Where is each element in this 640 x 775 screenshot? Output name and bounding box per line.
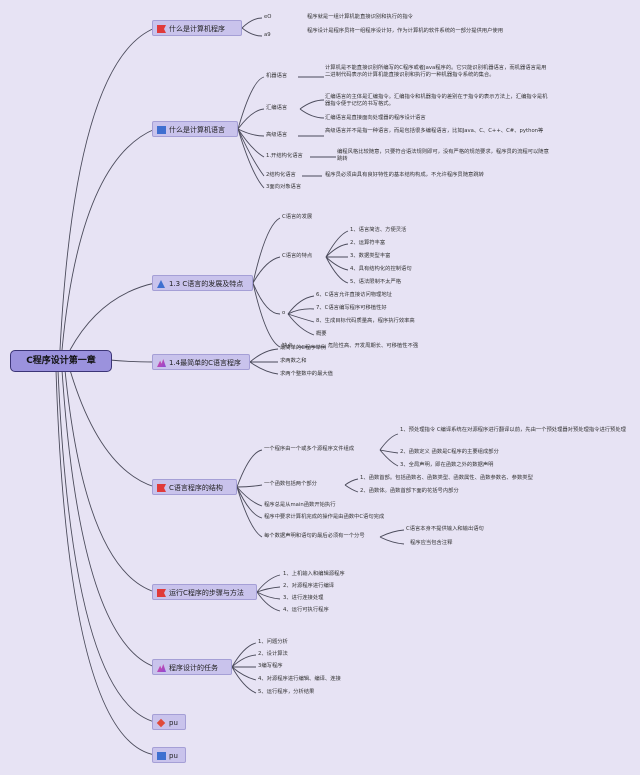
- branch-label: pu: [169, 719, 178, 727]
- connector-b1: [59, 27, 156, 351]
- parts-item: 2、函数体。函数首部下面的花括号内部分: [360, 488, 459, 494]
- c-development: C语言的发展: [282, 214, 313, 220]
- branch-label: 什么是计算机语言: [169, 126, 225, 134]
- task-step: 2、设计算法: [258, 651, 288, 657]
- branch-label: 什么是计算机程序: [169, 25, 225, 33]
- b4-item: 求两个整数中的最大值: [280, 371, 333, 377]
- connector-b7: [61, 369, 156, 668]
- branch-label: 1.4最简单的C语言程序: [169, 359, 242, 367]
- task-step: 5、运行程序，分析结果: [258, 689, 315, 695]
- connector-b3: [69, 282, 156, 351]
- branch-simplest-program[interactable]: 1.4最简单的C语言程序: [152, 354, 250, 370]
- task-step: 3编写程序: [258, 663, 283, 669]
- branch-computer-language[interactable]: 什么是计算机语言: [152, 121, 238, 137]
- blue-square-icon: [157, 126, 166, 134]
- semicolon-rule: 每个数据声明和语句的最后必须有一个分号: [264, 533, 365, 539]
- feature-item: 2、运算符丰富: [350, 240, 386, 246]
- o-node: o: [282, 310, 286, 316]
- assembly-language: 汇编语言: [266, 105, 288, 111]
- branch-program-structure[interactable]: C语言程序的结构: [152, 479, 237, 495]
- b1-key-1: eO: [264, 14, 272, 20]
- unstructured-desc: 编程风格比较随意，只要符合语法规则即可，没有严格的规范要求，程序员的流程可以随意…: [337, 149, 549, 162]
- unstructured-language: 1.开结构化语言: [266, 153, 303, 159]
- summary-node: 概要: [316, 331, 327, 337]
- assembly-desc-1: 汇编语言的主体是汇编指令。汇编指令和机器指令的差别在于指令的表示方法上，汇编指令…: [325, 94, 548, 107]
- task-step: 4、对源程序进行编辑、编译、连接: [258, 676, 341, 682]
- connector-b4: [109, 359, 156, 363]
- red-flag-icon: [157, 25, 166, 33]
- branch-what-is-program[interactable]: 什么是计算机程序: [152, 20, 242, 36]
- branch-label: 程序设计的任务: [169, 664, 218, 672]
- function-parts: 一个函数包括两个部分: [264, 481, 317, 487]
- branch-label: 1.3 C语言的发展及特点: [169, 280, 244, 288]
- cons-label: 缺点: [282, 343, 293, 349]
- b1-key-2: a9: [264, 32, 271, 38]
- connector-b2: [61, 128, 156, 351]
- branch-label: pu: [169, 752, 178, 760]
- b1-value-2: 程序设计是程序员将一组程序设计好，作为计算机的软件系统的一部分提供用户使用: [307, 28, 503, 34]
- task-step: 1、问题分析: [258, 639, 288, 645]
- operations: 程序中要求计算机完成的操作是由函数中C语句完成: [264, 514, 385, 520]
- files-item: 3、全局声明，即在函数之外的数据声明: [400, 462, 494, 468]
- pink-chart-icon: [157, 359, 166, 367]
- feature-item: 1、语言简洁、方便灵活: [350, 227, 407, 233]
- connector-b5: [69, 369, 156, 488]
- run-step: 2、对源程序进行编译: [283, 583, 335, 589]
- files-item: 2、函数定义 函数是C程序的主要组成部分: [400, 449, 499, 455]
- branch-pu-1[interactable]: pu: [152, 714, 186, 730]
- parts-item: 1、函数首部。包括函数名、函数类型、函数属性、函数参数名、参数类型: [360, 475, 533, 481]
- oop-language: 3面向对象语言: [266, 184, 302, 190]
- connector-b8: [57, 369, 156, 723]
- root-node[interactable]: C程序设计第一章: [10, 350, 112, 372]
- feature-item: 5、语法限制不太严格: [350, 279, 402, 285]
- branch-c-development[interactable]: 1.3 C语言的发展及特点: [152, 275, 253, 291]
- feature-item: 8、生成目标代码质量高，程序执行效率高: [316, 318, 415, 324]
- c-features: C语言的特点: [282, 253, 313, 259]
- branch-pu-2[interactable]: pu: [152, 747, 186, 763]
- machine-language: 机器语言: [266, 73, 288, 79]
- connector-b9: [55, 369, 156, 756]
- branch-label: C语言程序的结构: [169, 484, 223, 492]
- semi-item: C语言本身不提供输入和输出语句: [406, 526, 484, 532]
- semi-item: 程序应当包含注释: [410, 540, 453, 546]
- run-step: 4、运行可执行程序: [283, 607, 329, 613]
- branch-label: 运行C程序的步骤与方法: [169, 589, 244, 597]
- main-start: 程序总是从main函数开始执行: [264, 502, 336, 508]
- files-item: 1、预处理指令 C编译系统在对源程序进行翻译以前，先由一个预处理器对预处理指令进…: [400, 427, 626, 433]
- blue-triangle-icon: [157, 280, 165, 288]
- pink-chart-icon: [157, 664, 166, 672]
- b4-item: 求两数之和: [280, 358, 307, 364]
- program-files: 一个程序由一个或多个源程序文件组成: [264, 446, 355, 452]
- structured-language: 2结构化语言: [266, 172, 296, 178]
- run-step: 1、上机输入和编辑源程序: [283, 571, 345, 577]
- feature-item: 3、数据类型丰富: [350, 253, 391, 259]
- machine-language-desc: 计算机是不能直接识别所编写的C程序或者Java程序的。它只能识别机器语言，而机器…: [325, 65, 547, 78]
- feature-item: 4、具有结构化的控制语句: [350, 266, 412, 272]
- red-diamond-icon: [156, 718, 166, 728]
- assembly-desc-2: 汇编语言是直接面向处理器的程序设计语言: [325, 115, 426, 121]
- b1-value-1: 程序就是一组计算机能直接识别和执行的指令: [307, 14, 413, 20]
- feature-item: 7、C语言编写程序可移植性好: [316, 305, 387, 311]
- red-flag-icon: [157, 484, 166, 492]
- connector-b6: [64, 369, 156, 593]
- cons-desc: 危险性高、开发周期长、可移植性不强: [328, 343, 419, 349]
- blue-square-icon: [157, 752, 166, 760]
- red-flag-icon: [157, 589, 166, 597]
- structured-desc: 程序员必须由具有良好特性的基本结构构成，不允许程序员随意跳转: [325, 172, 484, 178]
- b4-item: 最简单的C程序举例: [280, 345, 327, 351]
- branch-design-tasks[interactable]: 程序设计的任务: [152, 659, 232, 675]
- branch-run-steps[interactable]: 运行C程序的步骤与方法: [152, 584, 257, 600]
- feature-item: 6、C语言允许直接访问物理地址: [316, 292, 392, 298]
- run-step: 3、进行连接处理: [283, 595, 324, 601]
- high-level-desc: 高级语言并不是指一种语言，而是包括很多编程语言，比如Java、C、C++、C#、…: [325, 128, 544, 134]
- high-level-language: 高级语言: [266, 132, 288, 138]
